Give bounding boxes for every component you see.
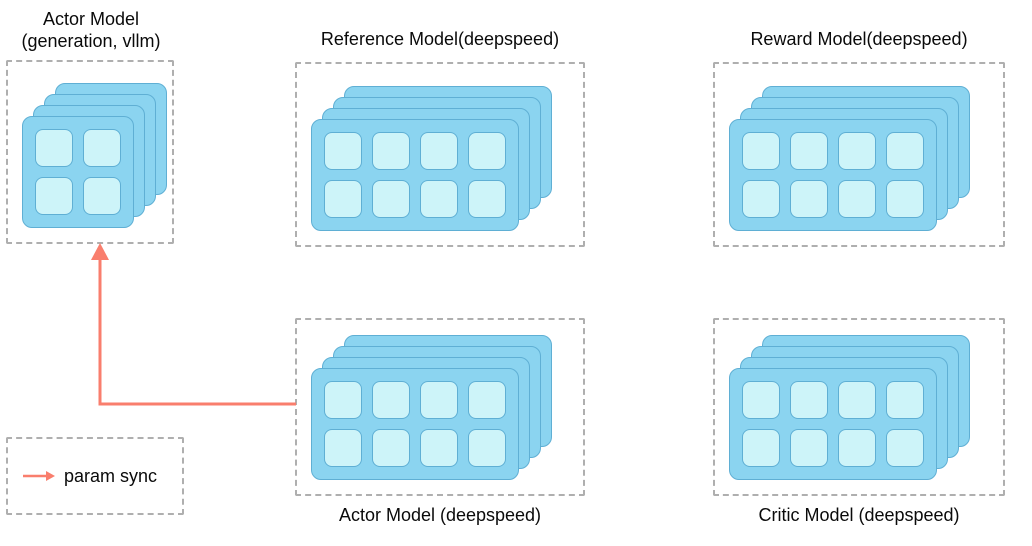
gpu-cell <box>742 429 780 467</box>
critic-model-gpu-stack <box>715 320 1003 494</box>
legend-label: param sync <box>64 465 158 486</box>
reference-model-label: Reference Model(deepspeed) <box>320 29 560 49</box>
actor-vllm-label: Actor Model (generation, vllm) <box>0 8 182 52</box>
legend-box: param sync <box>6 437 184 515</box>
gpu-cell <box>372 381 410 419</box>
gpu-cell <box>838 132 876 170</box>
gpu-cell <box>324 180 362 218</box>
gpu-cell <box>742 132 780 170</box>
gpu-cell <box>742 180 780 218</box>
gpu-card <box>729 119 937 231</box>
param-sync-arrow-icon <box>23 471 55 481</box>
gpu-cell <box>83 177 121 215</box>
actor-deepspeed-gpu-stack <box>297 320 583 494</box>
gpu-card <box>311 119 519 231</box>
gpu-cell <box>468 132 506 170</box>
gpu-cell <box>742 381 780 419</box>
gpu-cell <box>324 381 362 419</box>
gpu-cell <box>324 429 362 467</box>
actor-deepspeed-label: Actor Model (deepspeed) <box>338 505 542 525</box>
reward-model-box <box>713 62 1005 247</box>
gpu-cell <box>790 180 828 218</box>
actor-vllm-label-line2: (generation, vllm) <box>21 31 161 51</box>
gpu-cell <box>372 132 410 170</box>
actor-vllm-gpu-stack <box>8 62 172 242</box>
gpu-cell <box>886 429 924 467</box>
gpu-cell <box>886 180 924 218</box>
reference-model-box <box>295 62 585 247</box>
gpu-cell <box>35 129 73 167</box>
gpu-cell <box>420 381 458 419</box>
gpu-cell <box>83 129 121 167</box>
actor-vllm-box <box>6 60 174 244</box>
gpu-cell <box>886 132 924 170</box>
gpu-cell <box>790 132 828 170</box>
actor-vllm-label-line1: Actor Model <box>42 9 140 29</box>
reward-model-label: Reward Model(deepspeed) <box>750 29 968 49</box>
gpu-cell <box>372 429 410 467</box>
critic-model-label: Critic Model (deepspeed) <box>758 505 960 525</box>
gpu-cell <box>420 180 458 218</box>
gpu-card <box>311 368 519 480</box>
gpu-cell <box>838 180 876 218</box>
reward-model-gpu-stack <box>715 64 1003 245</box>
critic-model-box <box>713 318 1005 496</box>
gpu-cell <box>468 429 506 467</box>
gpu-cell <box>420 429 458 467</box>
gpu-cell <box>324 132 362 170</box>
gpu-cell <box>420 132 458 170</box>
actor-deepspeed-box <box>295 318 585 496</box>
gpu-cell <box>838 381 876 419</box>
gpu-cell <box>790 429 828 467</box>
gpu-card <box>729 368 937 480</box>
gpu-cell <box>838 429 876 467</box>
gpu-cell <box>468 381 506 419</box>
gpu-cell <box>372 180 410 218</box>
gpu-cell <box>886 381 924 419</box>
gpu-cell <box>790 381 828 419</box>
gpu-cell <box>468 180 506 218</box>
reference-model-gpu-stack <box>297 64 583 245</box>
gpu-card <box>22 116 134 228</box>
gpu-cell <box>35 177 73 215</box>
